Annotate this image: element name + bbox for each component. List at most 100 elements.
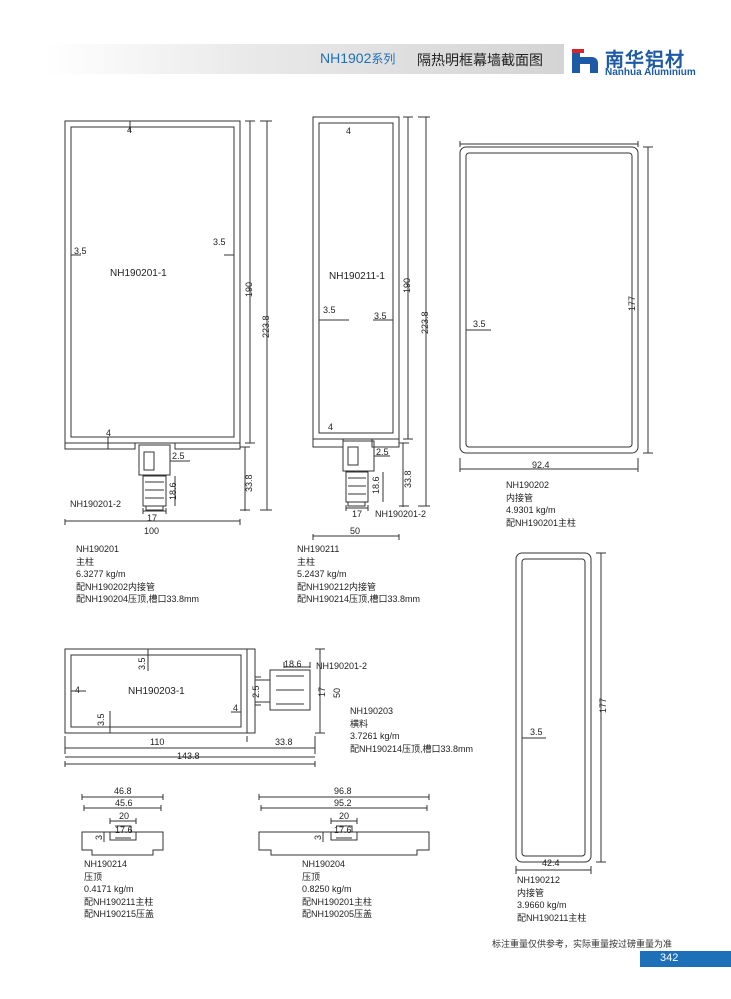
- profile-weight: 3.9660 kg/m: [517, 900, 567, 910]
- dim-label: 92.4: [532, 460, 550, 470]
- header-band: [44, 44, 564, 74]
- dim-label: 3.5: [323, 305, 336, 315]
- dim-label: 223.8: [261, 315, 271, 338]
- profile-note: 配NH190202内接管: [76, 581, 156, 592]
- dim-label: 223.8: [420, 311, 430, 334]
- profile-name: 横料: [350, 718, 369, 729]
- profile-note: 配NH190211主柱: [84, 896, 154, 907]
- dim-label: 2.5: [376, 447, 389, 457]
- dim-label: 96.8: [334, 786, 352, 796]
- profile-note: 配NH190212内接管: [297, 581, 377, 592]
- dim-label: 46.8: [114, 786, 132, 796]
- profile-weight: 3.7261 kg/m: [350, 731, 400, 741]
- dim-label: 45.6: [115, 798, 133, 808]
- dim-label: 2.5: [172, 451, 185, 461]
- dim-label: 3: [313, 834, 323, 840]
- dim-label: 3.5: [530, 727, 543, 737]
- dim-label: 143.8: [177, 751, 200, 761]
- dim-label: 3.5: [473, 319, 486, 329]
- dim-label: 17: [352, 509, 363, 519]
- dim-label: 110: [150, 737, 165, 747]
- profile-weight: 5.2437 kg/m: [297, 569, 347, 579]
- dim-label: 3.5: [374, 311, 387, 321]
- profile-nh190201-drawing: [64, 120, 272, 525]
- weight-footnote: 标注重量仅供参考，实际重量按过磅重量为准: [492, 939, 673, 949]
- dim-label: 42.4: [542, 858, 560, 868]
- brand-name-en: Nanhua Aluminium: [605, 67, 696, 78]
- dim-label: 18.6: [371, 476, 381, 494]
- dim-label: 33.8: [403, 470, 413, 488]
- profile-nh190212-drawing: [515, 552, 606, 874]
- dim-label: 20: [119, 811, 130, 821]
- profile-note: 配NH190205压盖: [302, 909, 373, 919]
- dim-label: 18.6: [168, 482, 178, 500]
- dim-label: 4: [106, 428, 112, 438]
- series-suffix: 系列: [371, 52, 396, 66]
- page-number: 342: [660, 952, 679, 964]
- dim-label: 33.8: [275, 737, 293, 747]
- profile-note: 配NH190201主柱: [302, 896, 373, 907]
- profile-code: NH190204: [302, 859, 346, 869]
- profile-note: 配NH190211主柱: [517, 912, 587, 923]
- dim-label: 20: [339, 811, 350, 821]
- profile-weight: 6.3277 kg/m: [76, 569, 126, 579]
- profile-note: 配NH190214压顶,槽口33.8mm: [297, 594, 421, 604]
- profile-name: 压顶: [302, 871, 321, 882]
- dim-label: 4: [328, 422, 334, 432]
- dim-label: 18.6: [284, 659, 302, 669]
- dim-label: 3.5: [74, 246, 87, 256]
- profile-desc-nh190212: NH190212 内接管 3.9660 kg/m 配NH190211主柱: [517, 874, 586, 924]
- dim-label: 4: [233, 703, 239, 713]
- profile-note: 配NH190201主柱: [506, 517, 577, 528]
- dim-label: 3: [94, 834, 104, 840]
- profile-code: NH190202: [506, 480, 550, 490]
- profile-label: NH190201-2: [316, 661, 368, 671]
- dim-label: 17.6: [115, 825, 133, 835]
- dim-label: 4: [127, 125, 133, 135]
- profile-note: 配NH190214压顶,槽口33.8mm: [350, 743, 474, 754]
- profile-name: 压顶: [84, 871, 103, 882]
- profile-label: NH190201-1: [110, 268, 167, 279]
- profile-code: NH190211: [297, 544, 340, 554]
- profile-nh190203-drawing: [64, 648, 325, 767]
- profile-label: NH190201-2: [70, 499, 122, 509]
- profile-weight: 0.4171 kg/m: [84, 884, 134, 894]
- dim-label: 190: [402, 277, 412, 293]
- profile-code: NH190212: [517, 875, 561, 885]
- dim-label: 2.5: [251, 685, 261, 698]
- profile-desc-nh190201: NH190201 主柱 6.3277 kg/m 配NH190202内接管 配NH…: [76, 543, 199, 606]
- dim-label: 3.5: [137, 657, 147, 670]
- profile-name: 内接管: [517, 887, 545, 898]
- profile-note: 配NH190215压盖: [84, 909, 155, 919]
- profile-label: NH190203-1: [128, 686, 185, 697]
- profile-name: 主柱: [76, 556, 95, 567]
- dim-label: 33.8: [244, 474, 254, 492]
- series-code: NH1902系列: [320, 50, 395, 67]
- profile-desc-nh190214: NH190214 压顶 0.4171 kg/m 配NH190211主柱 配NH1…: [84, 858, 154, 921]
- profile-name: 内接管: [506, 492, 534, 503]
- profile-note: 配NH190204压顶,槽口33.8mm: [76, 594, 200, 604]
- profile-nh190204-drawing: [258, 794, 430, 856]
- dim-label: 17.6: [334, 825, 352, 835]
- profile-desc-nh190203: NH190203 横料 3.7261 kg/m 配NH190214压顶,槽口33…: [350, 705, 473, 755]
- dim-label: 17: [317, 686, 327, 697]
- page-title: 隔热明框幕墙截面图: [417, 52, 543, 68]
- profile-nh190202-drawing: [459, 141, 653, 472]
- profile-desc-nh190211: NH190211 主柱 5.2437 kg/m 配NH190212内接管 配NH…: [297, 543, 420, 606]
- dim-label: 50: [350, 526, 361, 536]
- dim-label: 4: [346, 126, 352, 136]
- profile-desc-nh190202: NH190202 内接管 4.9301 kg/m 配NH190201主柱: [506, 479, 576, 529]
- profile-nh190211-drawing: [312, 116, 430, 540]
- dim-label: 3.5: [96, 713, 106, 726]
- profile-code: NH190214: [84, 859, 128, 869]
- profile-name: 主柱: [297, 556, 316, 567]
- profile-weight: 0.8250 kg/m: [302, 884, 352, 894]
- brand-name-cn: 南华铝材: [605, 50, 686, 71]
- profile-label: NH190211-1: [329, 271, 385, 282]
- profile-nh190214-drawing: [81, 794, 164, 856]
- profile-weight: 4.9301 kg/m: [506, 505, 556, 515]
- page-number-band: [640, 951, 731, 967]
- profile-code: NH190201: [76, 544, 120, 554]
- dim-label: 95.2: [334, 798, 352, 808]
